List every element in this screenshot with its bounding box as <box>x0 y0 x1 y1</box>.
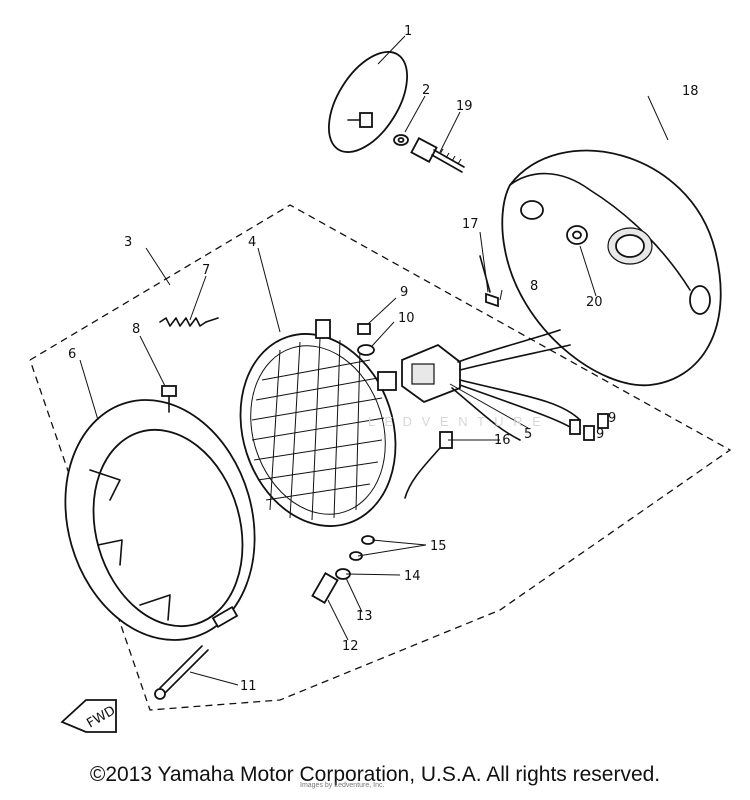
callout-6: 6 <box>68 347 76 362</box>
callout-20: 20 <box>586 295 603 310</box>
callout-13: 13 <box>356 609 373 624</box>
part-8-screw <box>161 385 177 413</box>
part-9-10-hardware <box>357 323 375 356</box>
callout-16: 16 <box>494 433 511 448</box>
callout-8-shell: 8 <box>530 279 538 294</box>
part-2-washer <box>393 134 409 146</box>
part-7-spring <box>159 317 219 327</box>
part-18-shell <box>501 149 722 387</box>
callout-8-rim: 8 <box>132 322 140 337</box>
leader-lines <box>79 35 669 686</box>
callout-10: 10 <box>398 311 415 326</box>
callout-9-beam: 9 <box>400 285 408 300</box>
watermark: L E D V E N T U R E <box>368 414 544 429</box>
callout-9-wire: 9 <box>596 427 604 442</box>
part-17-screw <box>479 255 499 308</box>
part-5-socket <box>401 329 609 441</box>
callout-5: 5 <box>524 427 532 442</box>
part-4-sealed-beam <box>239 319 397 527</box>
part-1-cap <box>328 51 408 153</box>
callout-19: 19 <box>456 99 473 114</box>
part-6-rim <box>64 399 256 641</box>
callout-2: 2 <box>422 83 430 98</box>
callout-7: 7 <box>202 263 210 278</box>
part-19-bolt <box>410 137 465 173</box>
callout-15: 15 <box>430 539 447 554</box>
callout-9-wire-b: 9 <box>608 411 616 426</box>
callout-4: 4 <box>248 235 256 250</box>
fwd-arrow: FWD <box>60 699 118 733</box>
assembly-boundary <box>29 204 732 711</box>
callout-17: 17 <box>462 217 479 232</box>
parts-12-15-hardware <box>311 535 375 604</box>
lens-pattern <box>251 337 385 521</box>
callout-18: 18 <box>682 84 699 99</box>
callout-3: 3 <box>124 235 132 250</box>
part-11-adjust-screw <box>154 645 209 700</box>
callout-12: 12 <box>342 639 359 654</box>
callout-14: 14 <box>404 569 421 584</box>
part-16-connector <box>404 431 453 499</box>
callout-labels: 1 2 3 4 5 6 7 8 8 9 9 9 10 11 12 13 14 1… <box>68 24 699 694</box>
copyright-notice: ©2013 Yamaha Motor Corporation, U.S.A. A… <box>89 763 661 786</box>
callout-1: 1 <box>404 24 412 39</box>
image-credit: Images by Ledventure, Inc. <box>300 782 385 789</box>
callout-11: 11 <box>240 679 257 694</box>
